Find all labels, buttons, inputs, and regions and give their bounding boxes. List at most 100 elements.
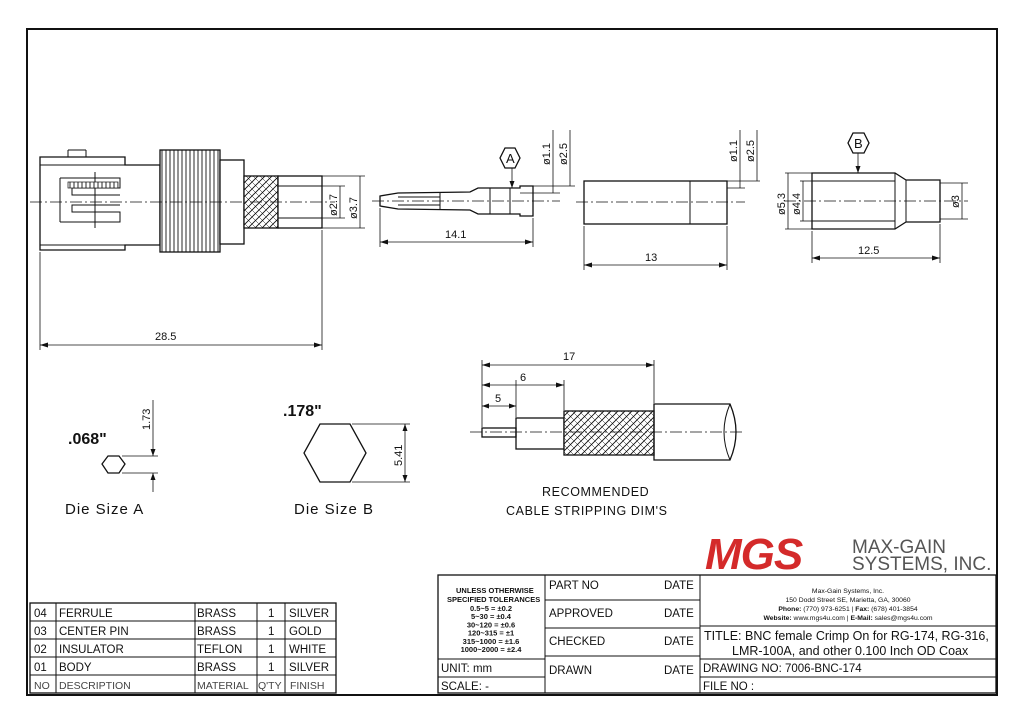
dim-overall-length: 28.5 [155, 331, 176, 343]
dim-ferrule-length: 12.5 [858, 245, 879, 257]
logo-mark: MGS [705, 530, 803, 579]
dim-pin-diameter-2-5: ø2.5 [558, 143, 570, 165]
bom-cell-material: BRASS [197, 608, 236, 620]
bom-cell-material: BRASS [197, 626, 236, 638]
email-label: E-Mail: [850, 615, 872, 622]
drawn-date-label: DATE [664, 665, 694, 677]
bom-header-description: DESCRIPTION [59, 680, 131, 692]
company-web-email: Website: www.mgs4u.com | E-Mail: sales@m… [763, 615, 932, 622]
dim-ferrule-diameter-4-4: ø4.4 [791, 193, 803, 215]
callout-a: A [506, 151, 515, 166]
bom-cell-finish: SILVER [289, 608, 329, 620]
bom-cell-no: 02 [34, 644, 47, 656]
unit-label: UNIT: mm [441, 663, 492, 675]
tolerance-title-1: UNLESS OTHERWISE [456, 586, 534, 595]
email-value: sales@mgs4u.com [875, 615, 933, 622]
dim-pin-diameter-1-1: ø1.1 [541, 143, 553, 165]
dim-insulator-diameter-1-1: ø1.1 [728, 140, 740, 162]
approved-label: APPROVED [549, 608, 613, 620]
tolerance-line: 1000~2000 = ±2.4 [461, 645, 523, 654]
phone-value: (770) 973-6251 [803, 606, 850, 613]
tolerance-line: 5~30 = ±0.4 [471, 612, 512, 621]
connector-body-view: 28.5 ø2.7 ø3.7 [30, 149, 365, 350]
die-b-dim: 5.41 [393, 445, 405, 466]
logo-name-line1: MAX-GAIN [852, 537, 946, 558]
dim-strip-6: 6 [520, 372, 526, 384]
sheet-border [26, 28, 998, 696]
company-logo: MGS MAX-GAIN SYSTEMS, INC. [705, 530, 991, 579]
bom-cell-no: 01 [34, 662, 47, 674]
title-line-2: LMR-100A, and other 0.100 Inch OD Coax [732, 644, 969, 658]
dim-strip-17: 17 [563, 351, 575, 363]
drawing-number: DRAWING NO: 7006-BNC-174 [703, 663, 862, 675]
callout-b: B [854, 136, 863, 151]
part-no-date-label: DATE [664, 580, 694, 592]
cable-stripping-view: 17 6 5 RECOMMENDED CABLE STRIPPING DIM'S [470, 351, 745, 518]
bom-cell-finish: WHITE [289, 644, 326, 656]
title-block: UNLESS OTHERWISE SPECIFIED TOLERANCES 0.… [437, 574, 997, 694]
fax-value: (678) 401-3854 [871, 606, 918, 613]
web-label: Website: [763, 615, 791, 622]
bom-cell-material: TEFLON [197, 644, 242, 656]
die-a-inch-size: .068" [68, 431, 107, 448]
ferrule-view: 12.5 ø5.3 ø4.4 ø3 B [776, 132, 968, 263]
stripping-title-line1: RECOMMENDED [542, 485, 649, 499]
file-number: FILE NO : [703, 681, 754, 693]
stripping-title-line2: CABLE STRIPPING DIM'S [506, 504, 668, 518]
title-line-1: TITLE: BNC female Crimp On for RG-174, R… [704, 629, 989, 643]
bom-header-no: NO [34, 680, 50, 692]
fax-label: Fax: [855, 606, 869, 613]
dim-diameter-2-7: ø2.7 [328, 194, 340, 216]
bom-cell-description: INSULATOR [59, 644, 124, 656]
logo-name-line2: SYSTEMS, INC. [852, 554, 991, 575]
approved-date-label: DATE [664, 608, 694, 620]
drawn-label: DRAWN [549, 665, 592, 677]
company-address: 150 Dodd Street SE, Marietta, GA, 30060 [785, 597, 910, 604]
company-phone-fax: Phone: (770) 973-6251 | Fax: (678) 401-3… [778, 606, 918, 613]
die-size-a: .068" 1.73 Die Size A [65, 400, 158, 518]
die-b-inch-size: .178" [283, 403, 322, 420]
tolerance-line: 0.5~5 = ±0.2 [470, 604, 512, 613]
checked-date-label: DATE [664, 636, 694, 648]
web-value: www.mgs4u.com [793, 615, 846, 622]
tolerance-line: 315~1000 = ±1.6 [463, 637, 520, 646]
scale-label: SCALE: - [441, 681, 489, 693]
bom-cell-description: BODY [59, 662, 92, 674]
bom-cell-qty: 1 [268, 644, 274, 656]
dim-pin-length: 14.1 [445, 229, 466, 241]
bom-header-qty: Q'TY [258, 680, 282, 692]
bom-cell-material: BRASS [197, 662, 236, 674]
dim-strip-5: 5 [495, 393, 501, 405]
dim-diameter-3-7: ø3.7 [348, 197, 360, 219]
checked-label: CHECKED [549, 636, 605, 648]
bom-cell-qty: 1 [268, 626, 274, 638]
bom-header-material: MATERIAL [197, 680, 249, 692]
tolerance-line: 30~120 = ±0.6 [467, 620, 515, 629]
company-name: Max-Gain Systems, Inc. [812, 588, 884, 595]
bom-cell-description: FERRULE [59, 608, 113, 620]
dim-insulator-diameter-2-5: ø2.5 [745, 140, 757, 162]
tolerance-title-2: SPECIFIED TOLERANCES [447, 595, 540, 604]
center-pin-view: 14.1 ø1.1 ø2.5 A [372, 130, 575, 247]
bom-cell-finish: SILVER [289, 662, 329, 674]
dim-insulator-length: 13 [645, 252, 657, 264]
dim-ferrule-diameter-3: ø3 [950, 195, 962, 208]
die-b-label: Die Size B [294, 501, 374, 518]
bom-cell-qty: 1 [268, 662, 274, 674]
bom-header-finish: FINISH [290, 680, 324, 692]
tolerance-lines: 0.5~5 = ±0.25~30 = ±0.430~120 = ±0.6120~… [461, 604, 523, 654]
part-no-label: PART NO [549, 580, 599, 592]
dim-ferrule-diameter-5-3: ø5.3 [776, 193, 788, 215]
bom-cell-no: 04 [34, 608, 47, 620]
phone-label: Phone: [778, 606, 801, 613]
bom-cell-description: CENTER PIN [59, 626, 129, 638]
tolerance-line: 120~315 = ±1 [468, 629, 514, 638]
bom-cell-finish: GOLD [289, 626, 322, 638]
bom-cell-qty: 1 [268, 608, 274, 620]
die-a-dim: 1.73 [141, 409, 153, 430]
die-a-label: Die Size A [65, 501, 144, 518]
insulator-view: 13 ø1.1 ø2.5 [576, 130, 760, 270]
